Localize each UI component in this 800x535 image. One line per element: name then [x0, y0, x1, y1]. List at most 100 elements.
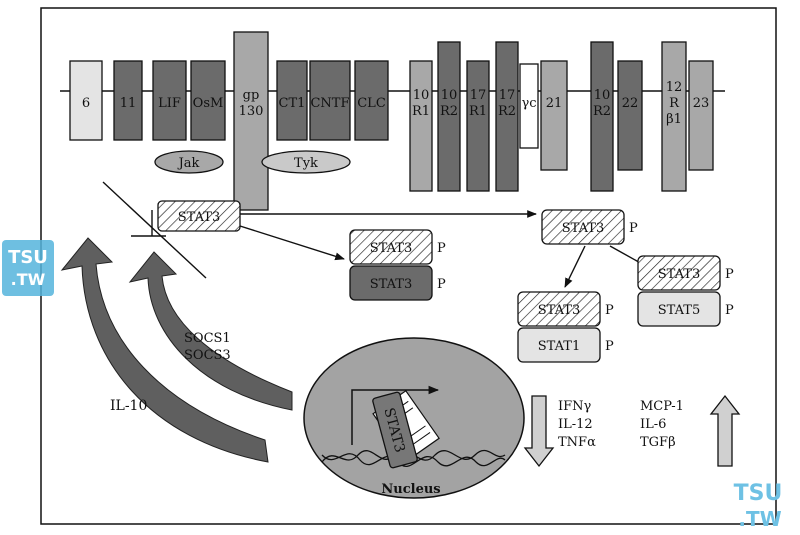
receptor-r12rb1: [661, 41, 687, 192]
stat1-dimer-p-top: P: [605, 303, 614, 318]
stat5-dimer-bottom-label: STAT5: [658, 303, 701, 318]
down-gene-3: TNFα: [558, 435, 596, 450]
receptor-label-rct1-0: CT1: [279, 96, 306, 111]
center-dimer-top: [349, 229, 433, 265]
tyk-kinase: [261, 150, 351, 174]
center-dimer-top-label: STAT3: [370, 241, 413, 256]
receptor-r6: [69, 60, 103, 141]
stat5-dimer-p-top: P: [725, 267, 734, 282]
receptor-label-rgp130-0: gp: [243, 88, 260, 103]
nucleus-stat3-box: STAT3: [372, 391, 418, 469]
receptor-r10r1: [409, 60, 433, 192]
receptor-r17r2: [495, 41, 519, 192]
inhibition-bar: [102, 181, 207, 279]
stat3-origin-box: [157, 200, 241, 232]
down-regulation-arrow: [523, 395, 555, 468]
right-stat3-p: P: [629, 221, 638, 236]
center-dimer-p-bottom: P: [437, 277, 446, 292]
receptor-rlif: [152, 60, 187, 141]
receptor-label-r6-0: 6: [82, 96, 90, 111]
stat5-dimer-top: [637, 255, 721, 291]
arrow-to-center-dimer: [239, 225, 345, 261]
receptor-label-r10r2a-0: 10: [441, 88, 458, 103]
up-gene-1: MCP-1: [640, 399, 684, 414]
receptor-label-r10r1-1: R1: [412, 104, 430, 119]
watermark-right-tw: .TW: [738, 507, 781, 531]
transcription-arrow: [351, 385, 440, 445]
watermark-right: TSU .TW: [734, 481, 783, 531]
tyk-label: Tyk: [294, 156, 318, 171]
receptor-label-r12rb1-1: R: [669, 96, 680, 111]
stat3-origin-label: STAT3: [178, 210, 221, 225]
receptor-label-rcntf-0: CNTF: [310, 96, 349, 111]
receptor-rgc: [519, 63, 539, 149]
watermark-left: TSU .TW: [2, 240, 54, 296]
arrow-to-stat1-dimer: [564, 245, 586, 288]
receptor-label-rlif-0: LIF: [158, 96, 181, 111]
stat1-dimer-bottom: [517, 327, 601, 363]
receptor-label-rclc-0: CLC: [357, 96, 386, 111]
il10-label: IL-10: [110, 398, 147, 414]
nucleus-label: Nucleus: [381, 482, 440, 497]
center-dimer-bottom-label: STAT3: [370, 277, 413, 292]
stat5-dimer-top-label: STAT3: [658, 267, 701, 282]
receptor-label-r10r2b-0: 10: [594, 88, 611, 103]
receptor-r17r1: [466, 60, 490, 192]
receptor-label-rgp130-1: 130: [239, 104, 264, 119]
receptor-label-r22-0: 22: [622, 96, 639, 111]
watermark-left-tsu: TSU: [8, 247, 48, 268]
receptor-label-r10r2a-1: R2: [440, 104, 458, 119]
receptor-r11: [113, 60, 143, 141]
receptor-r10r2a: [437, 41, 461, 192]
receptor-label-rgc-0: γc: [521, 96, 536, 111]
receptor-label-r12rb1-0: 12: [666, 80, 683, 95]
receptor-r21: [540, 60, 568, 171]
jak-kinase: [154, 150, 224, 174]
receptor-r23: [688, 60, 714, 171]
center-dimer-bottom: [349, 265, 433, 301]
receptor-label-r10r2b-1: R2: [593, 104, 611, 119]
receptor-rosm: [190, 60, 226, 141]
receptor-rgp130: [233, 31, 269, 211]
socs3-label: SOCS3: [184, 348, 231, 363]
receptor-label-r12rb1-2: β1: [666, 112, 682, 127]
stat1-dimer-p-bottom: P: [605, 339, 614, 354]
up-regulation-arrow: [709, 394, 741, 467]
center-dimer-p-top: P: [437, 241, 446, 256]
stat1-dimer-top-label: STAT3: [538, 303, 581, 318]
up-gene-2: IL-6: [640, 417, 666, 432]
jak-label: Jak: [177, 156, 200, 171]
receptor-label-r17r2-1: R2: [498, 104, 516, 119]
receptor-label-rosm-0: OsM: [193, 96, 224, 111]
receptor-rclc: [354, 60, 389, 141]
down-gene-2: IL-12: [558, 417, 593, 432]
receptor-label-r17r2-0: 17: [499, 88, 516, 103]
receptor-r10r2b: [590, 41, 614, 192]
receptor-label-r17r1-0: 17: [470, 88, 487, 103]
right-stat3-label: STAT3: [562, 221, 605, 236]
socs1-label: SOCS1: [184, 331, 231, 346]
il10-arrow: [60, 237, 269, 463]
receptor-r22: [617, 60, 643, 171]
receptor-rcntf: [309, 60, 351, 141]
receptor-label-r11-0: 11: [120, 96, 137, 111]
receptor-rct1: [276, 60, 308, 141]
right-stat3-box: [541, 209, 625, 245]
stat5-dimer-bottom: [637, 291, 721, 327]
receptor-label-r17r1-1: R1: [469, 104, 487, 119]
dna-strand-2: [321, 453, 506, 468]
watermark-left-tw: .TW: [11, 270, 46, 289]
stat5-dimer-p-bottom: P: [725, 303, 734, 318]
watermark-right-tsu: TSU: [734, 481, 783, 506]
receptor-label-r10r1-0: 10: [413, 88, 430, 103]
receptor-label-r21-0: 21: [546, 96, 563, 111]
stat1-dimer-top: [517, 291, 601, 327]
up-gene-3: TGFβ: [640, 435, 676, 450]
socs-arrow: [128, 251, 293, 411]
down-gene-1: IFNγ: [558, 399, 592, 414]
receptor-label-r23-0: 23: [693, 96, 710, 111]
stat1-dimer-bottom-label: STAT1: [538, 339, 581, 354]
